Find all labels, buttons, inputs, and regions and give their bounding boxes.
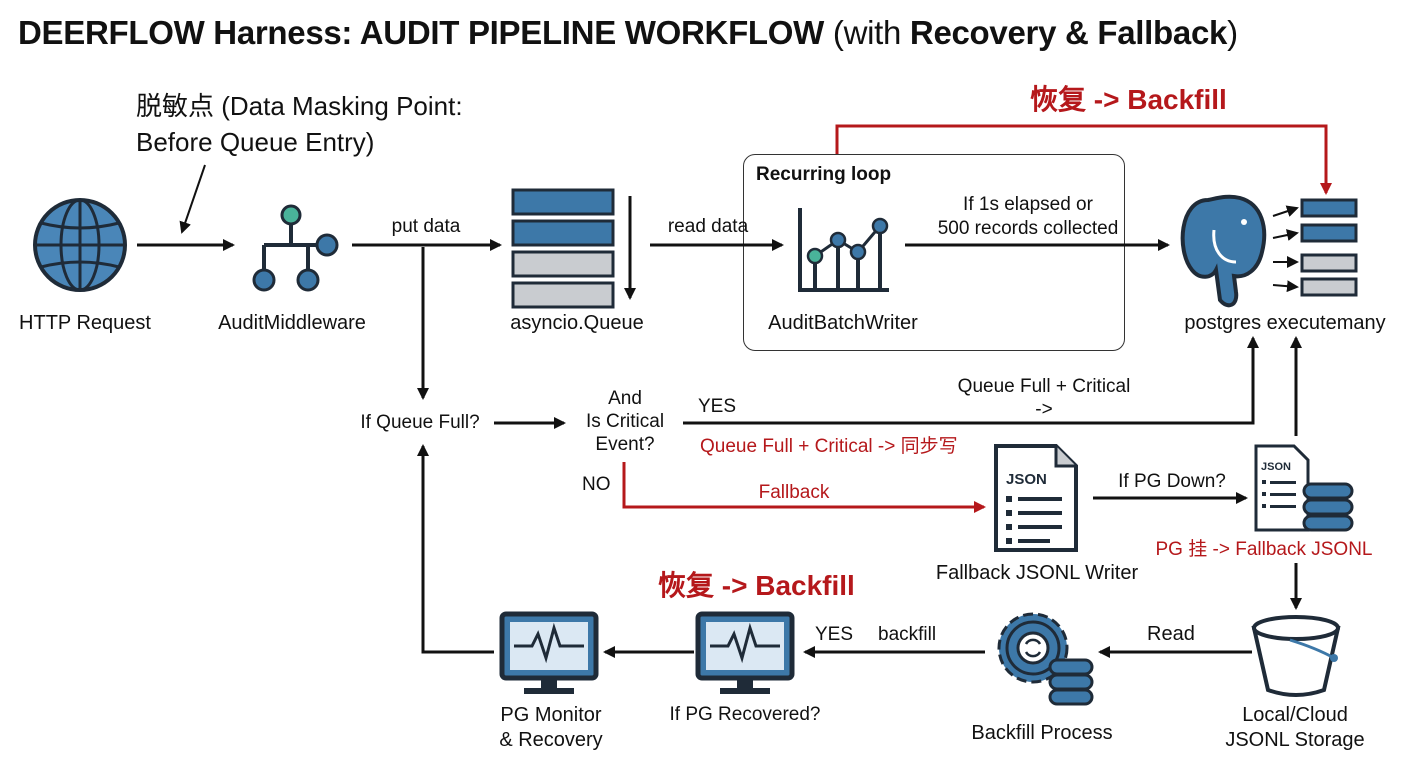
batch-condition-line1: If 1s elapsed or [963,194,1093,215]
queue-stack-icon [511,188,615,309]
asyncio-queue-label: asyncio.Queue [510,312,644,334]
page-title: DEERFLOW Harness: AUDIT PIPELINE WORKFLO… [18,14,1238,52]
pg-monitor-label-line2: & Recovery [499,729,603,751]
bucket-icon [1251,615,1341,697]
read-label: Read [1147,623,1195,645]
if-queue-full-label: If Queue Full? [360,412,480,433]
title-part4: ) [1227,14,1238,51]
fallback-writer-label: Fallback JSONL Writer [935,562,1139,584]
recovery-backfill-bottom-label: 恢复 -> Backfill [658,570,855,601]
json-database-icon: JSON [1254,444,1354,532]
monitor-pulse-icon [695,611,795,694]
black-arrows [137,164,1302,658]
title-part3: Recovery & Fallback [909,14,1228,51]
masking-note-line1: 脱敏点 (Data Masking Point: [136,91,463,121]
recurring-loop-box [743,154,1125,351]
monitor-to-queuefull-arrow [417,444,494,654]
recovery-backfill-top-label: 恢复 -> Backfill [1030,84,1227,115]
masking-note-line2: Before Queue Entry) [136,127,375,157]
globe-icon [33,198,127,292]
backfill-process-label: Backfill Process [971,722,1113,744]
recurring-loop-label: Recurring loop [756,164,892,185]
line-chart-icon [798,208,889,292]
queue-full-sync-label: Queue Full + Critical -> 同步写 [700,436,958,457]
monitor-pulse-icon [499,611,599,694]
recovery-backfill-arrow [835,124,1332,195]
yes-backfill-yes-label: YES [815,624,854,645]
postgres-label: postgres executemany [1184,312,1386,334]
svg-text:JSON: JSON [1006,471,1047,488]
critical-question-line1: And [608,388,642,409]
critical-question-line2: Is Critical [585,411,665,432]
if-pg-down-label: If PG Down? [1118,471,1226,492]
batch-writer-label: AuditBatchWriter [768,312,918,334]
yes-backfill-label: backfill [878,624,937,645]
pg-monitor-label-line1: PG Monitor [500,704,602,726]
postgres-output-stack [1300,198,1358,297]
audit-middleware-label: AuditMiddleware [218,312,366,334]
pg-recovered-label: If PG Recovered? [669,704,821,725]
storage-label-line2: JSONL Storage [1225,729,1365,751]
masking-pointer-arrow [179,164,206,234]
svg-text:JSON: JSON [1261,461,1291,473]
yes-label: YES [698,396,737,417]
yes-to-postgres-arrow [683,336,1259,425]
pg-down-fallback-label: PG 挂 -> Fallback JSONL [1155,539,1373,560]
read-data-label: read data [667,216,749,237]
put-data-label: put data [391,216,461,237]
no-label: NO [582,474,611,495]
red-arrows [622,124,1332,513]
fallback-arrow [622,462,986,513]
critical-question-line3: Event? [595,434,655,455]
json-file-icon: JSON [994,444,1078,552]
network-tree-icon [252,204,339,292]
storage-label-line1: Local/Cloud [1242,704,1348,726]
title-part2: (with [832,14,910,51]
queue-full-critical-line2: -> [1035,399,1053,420]
batch-condition-line2: 500 records collected [937,218,1119,239]
gear-database-icon [997,612,1094,706]
title-part1: DEERFLOW Harness: AUDIT PIPELINE WORKFLO… [18,14,824,51]
fallback-label: Fallback [758,482,830,503]
queue-full-critical-line1: Queue Full + Critical [957,376,1131,397]
http-request-label: HTTP Request [19,312,151,334]
postgres-elephant-icon [1180,194,1267,308]
